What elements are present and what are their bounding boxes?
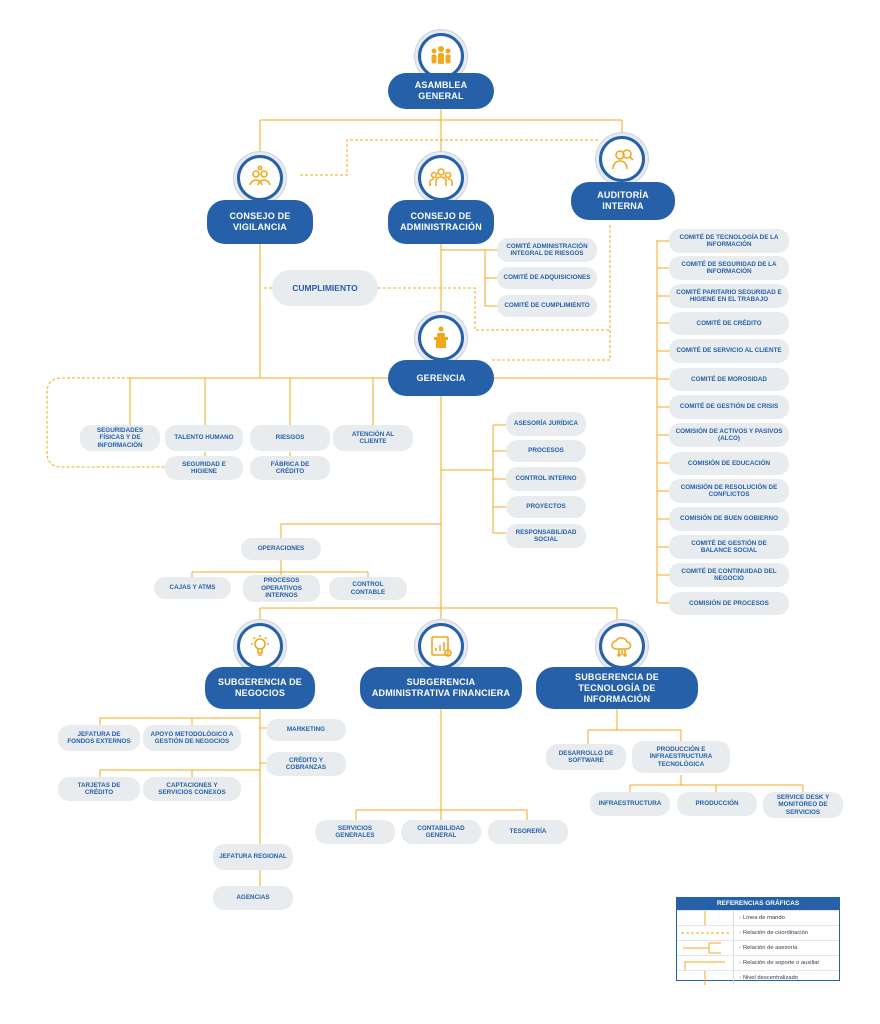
unit-riesgos[interactable]: RIESGOS xyxy=(250,425,330,451)
podium-icon xyxy=(415,312,467,364)
legend-label: Línea de mando xyxy=(739,911,785,925)
assembly-icon xyxy=(415,30,467,82)
unit-captaciones[interactable]: CAPTACIONES Y SERVICIOS CONEXOS xyxy=(143,777,241,801)
unit-jefatura-regional[interactable]: JEFATURA REGIONAL xyxy=(213,844,293,870)
right-committee[interactable]: COMITÉ DE CONTINUIDAD DEL NEGOCIO xyxy=(669,563,789,587)
unit-marketing[interactable]: MARKETING xyxy=(266,719,346,741)
unit-tarjetas-credito[interactable]: TARJETAS DE CRÉDITO xyxy=(58,777,140,801)
advisory-unit[interactable]: RESPONSABILIDAD SOCIAL xyxy=(506,524,586,548)
people-icon xyxy=(234,152,286,204)
auditor-icon xyxy=(596,133,648,185)
board-committee[interactable]: COMITÉ ADMINISTRACIÓN INTEGRAL DE RIESGO… xyxy=(497,238,597,262)
right-committee[interactable]: COMITÉ DE MOROSIDAD xyxy=(669,368,789,391)
unit-agencias[interactable]: AGENCIAS xyxy=(213,886,293,910)
right-committee[interactable]: COMISIÓN DE PROCESOS xyxy=(669,592,789,615)
legend-title: REFERENCIAS GRÁFICAS xyxy=(677,898,839,910)
unit-infraestructura[interactable]: INFRAESTRUCTURA xyxy=(590,792,670,816)
right-committee[interactable]: COMITÉ DE CRÉDITO xyxy=(669,312,789,335)
node-cumplimiento[interactable]: CUMPLIMIENTO xyxy=(272,270,378,306)
unit-produccion[interactable]: PRODUCCIÓN xyxy=(677,792,757,816)
advisory-unit[interactable]: CONTROL INTERNO xyxy=(506,467,586,491)
unit-fondos-externos[interactable]: JEFATURA DE FONDOS EXTERNOS xyxy=(58,725,140,751)
legend-label: Nivel descentralizado xyxy=(739,971,798,985)
support-line-swatch xyxy=(684,956,734,970)
group-icon xyxy=(415,152,467,204)
legend: REFERENCIAS GRÁFICAS Línea de mando Rela… xyxy=(676,897,840,985)
report-chart-icon xyxy=(415,620,467,672)
right-committee[interactable]: COMISIÓN DE BUEN GOBIERNO xyxy=(669,507,789,531)
cloud-icon xyxy=(596,620,648,672)
legend-item: Nivel descentralizado xyxy=(677,970,839,985)
solid-line-swatch xyxy=(704,911,734,925)
right-committee[interactable]: COMISIÓN DE RESOLUCIÓN DE CONFLICTOS xyxy=(669,479,789,503)
legend-label: Relación de soporte o auxiliar xyxy=(739,956,819,970)
legend-item: Relación de soporte o auxiliar xyxy=(677,955,839,970)
node-auditoria-interna[interactable]: AUDITORÍA INTERNA xyxy=(571,182,675,220)
unit-produccion-infraestructura[interactable]: PRODUCCIÓN E INFRAESTRUCTURA TECNOLÓGICA xyxy=(632,741,730,773)
node-subgerencia-financiera[interactable]: SUBGERENCIA ADMINISTRATIVA FINANCIERA xyxy=(360,667,522,709)
advisory-unit[interactable]: PROYECTOS xyxy=(506,496,586,518)
unit-control-contable[interactable]: CONTROL CONTABLE xyxy=(329,577,407,600)
unit-seguridades-fisicas[interactable]: SEGURIDADES FÍSICAS Y DE INFORMACIÓN xyxy=(80,425,160,451)
unit-tesoreria[interactable]: TESORERÍA xyxy=(488,820,568,844)
legend-label: Relación de asesoría xyxy=(739,941,797,955)
right-committee[interactable]: COMITÉ DE TECNOLOGÍA DE LA INFORMACIÓN xyxy=(669,229,789,253)
right-committee[interactable]: COMISIÓN DE EDUCACIÓN xyxy=(669,452,789,475)
node-subgerencia-negocios[interactable]: SUBGERENCIA DE NEGOCIOS xyxy=(205,667,315,709)
unit-procesos-operativos[interactable]: PROCESOS OPERATIVOS INTERNOS xyxy=(243,575,320,602)
right-committee[interactable]: COMITÉ PARITARIO SEGURIDAD E HIGIENE EN … xyxy=(669,284,789,308)
unit-talento-humano[interactable]: TALENTO HUMANO xyxy=(165,425,243,451)
right-committee[interactable]: COMITÉ DE SEGURIDAD DE LA INFORMACIÓN xyxy=(669,256,789,280)
right-committee[interactable]: COMITÉ DE SERVICIO AL CLIENTE xyxy=(669,339,789,363)
advisory-unit[interactable]: ASESORÍA JURÍDICA xyxy=(506,412,586,436)
right-committee[interactable]: COMITÉ DE GESTIÓN DE BALANCE SOCIAL xyxy=(669,535,789,559)
advisory-line-swatch xyxy=(683,941,734,955)
node-gerencia[interactable]: GERENCIA xyxy=(388,360,494,396)
advisory-unit[interactable]: PROCESOS xyxy=(506,440,586,462)
right-committee[interactable]: COMITÉ DE GESTIÓN DE CRISIS xyxy=(669,395,789,419)
legend-item: Relación de asesoría xyxy=(677,940,839,955)
unit-service-desk[interactable]: SERVICE DESK Y MONITOREO DE SERVICIOS xyxy=(763,792,843,818)
unit-fabrica-credito[interactable]: FÁBRICA DE CRÉDITO xyxy=(250,456,330,480)
unit-seguridad-higiene[interactable]: SEGURIDAD E HIGIENE xyxy=(165,456,243,480)
legend-item: Línea de mando xyxy=(677,910,839,925)
board-committee[interactable]: COMITÉ DE ADQUISICIONES xyxy=(497,267,597,289)
lightbulb-icon xyxy=(234,620,286,672)
decentralized-line-swatch xyxy=(704,971,734,985)
node-asamblea-general[interactable]: ASAMBLEA GENERAL xyxy=(388,73,494,109)
node-consejo-vigilancia[interactable]: CONSEJO DE VIGILANCIA xyxy=(207,200,313,244)
board-committee[interactable]: COMITÉ DE CUMPLIMIENTO xyxy=(497,295,597,317)
node-subgerencia-tecnologia[interactable]: SUBGERENCIA DE TECNOLOGÍA DE INFORMACIÓN xyxy=(536,667,698,709)
unit-servicios-generales[interactable]: SERVICIOS GENERALES xyxy=(315,820,395,844)
unit-contabilidad-general[interactable]: CONTABILIDAD GENERAL xyxy=(401,820,481,844)
unit-credito-cobranzas[interactable]: CRÉDITO Y COBRANZAS xyxy=(266,752,346,776)
node-consejo-administracion[interactable]: CONSEJO DE ADMINISTRACIÓN xyxy=(388,200,494,244)
legend-item: Relación de coordinación xyxy=(677,925,839,940)
unit-cajas-atms[interactable]: CAJAS Y ATMS xyxy=(154,577,231,599)
right-committee[interactable]: COMISIÓN DE ACTIVOS Y PASIVOS (ALCO) xyxy=(669,423,789,447)
unit-atencion-cliente[interactable]: ATENCIÓN AL CLIENTE xyxy=(333,425,413,451)
unit-apoyo-metodologico[interactable]: APOYO METODOLÓGICO A GESTIÓN DE NEGOCIOS xyxy=(143,725,241,751)
unit-operaciones[interactable]: OPERACIONES xyxy=(241,538,321,560)
legend-label: Relación de coordinación xyxy=(739,926,808,940)
dashed-line-swatch xyxy=(681,926,734,940)
unit-desarrollo-software[interactable]: DESARROLLO DE SOFTWARE xyxy=(546,744,626,770)
